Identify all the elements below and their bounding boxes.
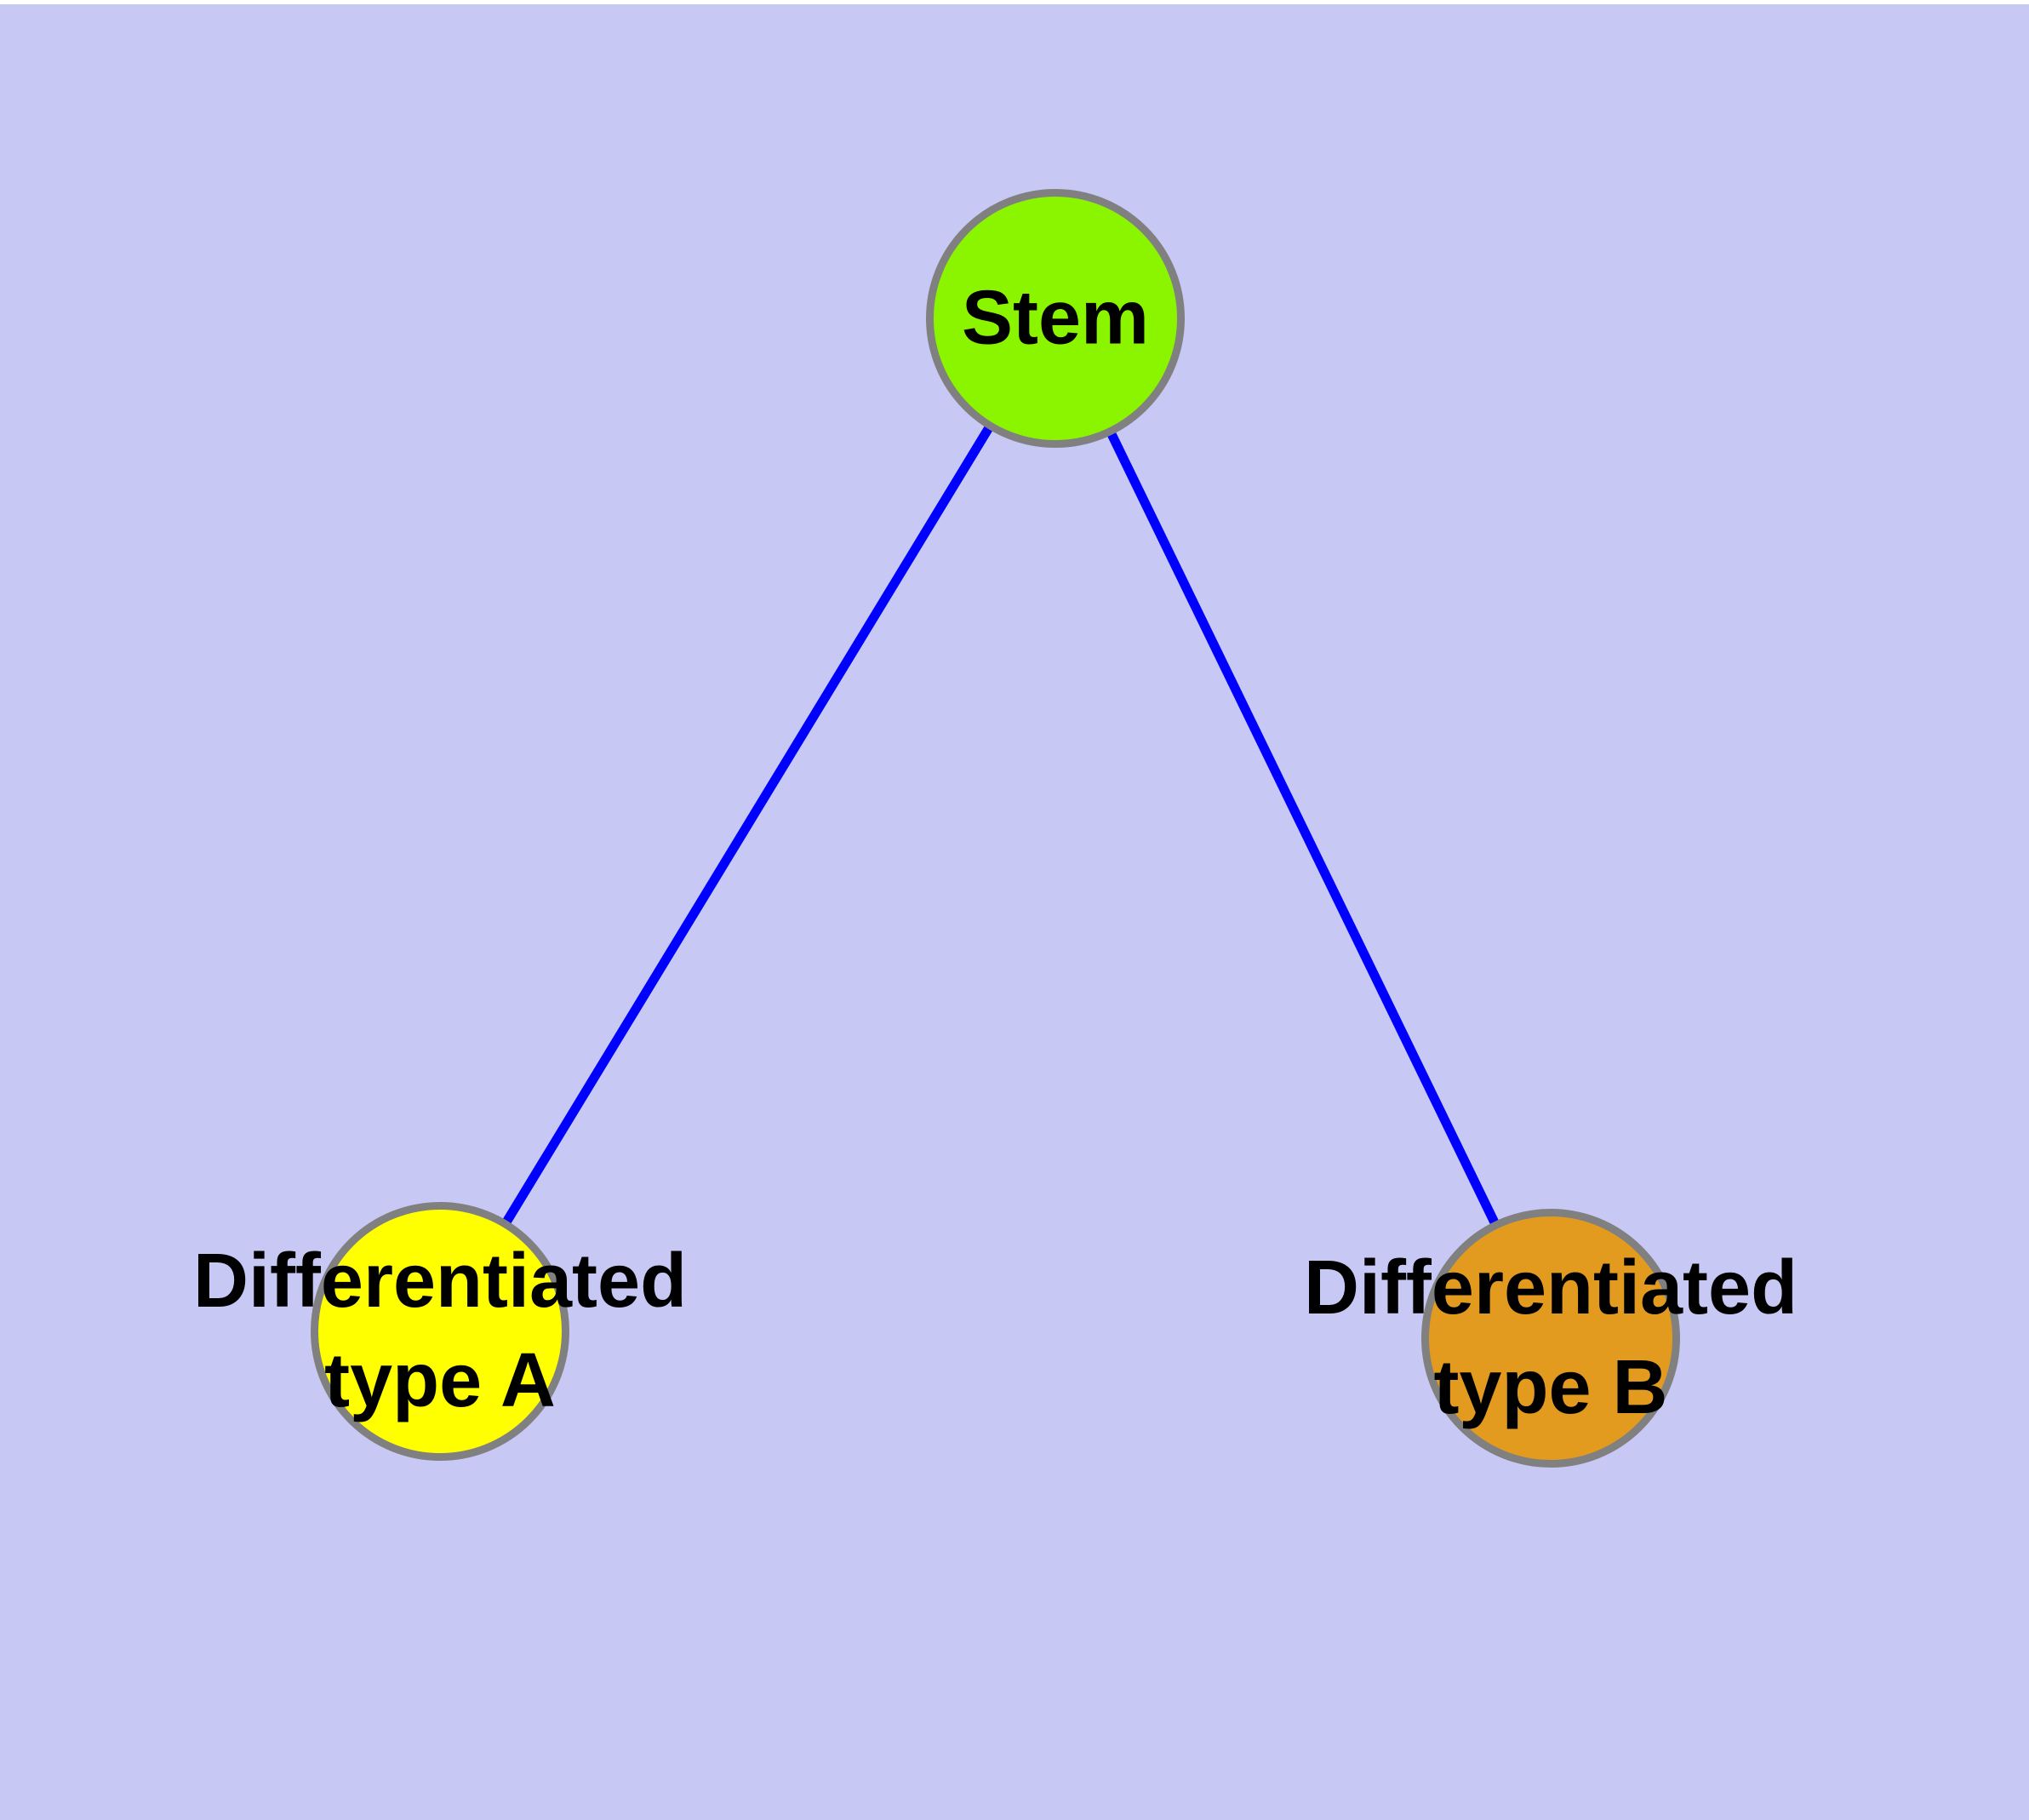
node-stem-label: Stem: [961, 275, 1150, 361]
node-stem: Stem: [926, 189, 1185, 448]
edge-stem-to-type-a: [436, 316, 1060, 1334]
edge-stem-to-type-b: [1051, 316, 1555, 1341]
node-differentiated-type-a-label: Differentiated type A: [192, 1239, 688, 1423]
node-differentiated-type-b-label: Differentiated type B: [1303, 1245, 1798, 1430]
node-differentiated-type-b: Differentiated type B: [1304, 1209, 1798, 1468]
top-border-strip: [0, 0, 2029, 4]
node-differentiated-type-a: Differentiated type A: [193, 1202, 687, 1461]
